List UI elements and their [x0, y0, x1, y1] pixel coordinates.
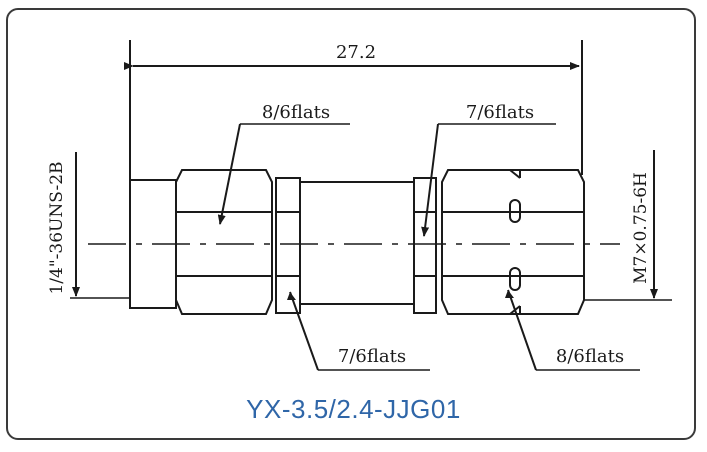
leader-top-right	[421, 123, 439, 237]
leader-bottom-right	[507, 289, 537, 371]
overall-length-label: 27.2	[336, 42, 376, 63]
label-top-right: 7/6flats	[466, 102, 534, 123]
leader-top-left	[217, 123, 241, 225]
left-hex-nut	[175, 169, 273, 315]
left-small-hex	[275, 177, 301, 314]
part-number-caption: YX-3.5/2.4-JJG01	[246, 394, 461, 424]
leader-bottom-left	[289, 291, 319, 371]
label-bottom-right: 8/6flats	[556, 346, 624, 367]
label-bottom-left: 7/6flats	[338, 346, 406, 367]
thread-left-label: 1/4"-36UNS-2B	[47, 161, 67, 294]
slot-lower	[509, 267, 521, 291]
right-small-hex	[413, 177, 437, 314]
label-top-left: 8/6flats	[262, 102, 330, 123]
slot-upper	[509, 199, 521, 223]
thread-right-label: M7×0.75-6H	[631, 172, 651, 284]
right-hex-nut	[441, 169, 585, 315]
